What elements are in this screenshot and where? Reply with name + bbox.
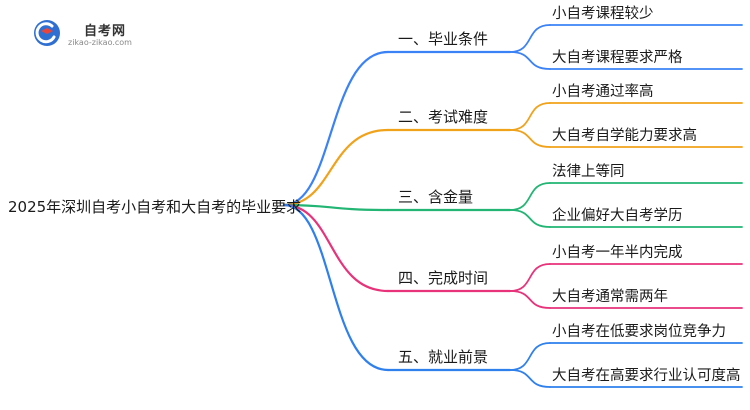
leaf-connector	[509, 263, 551, 292]
branch-label: 一、毕业条件	[398, 30, 489, 48]
leaf-label: 小自考在低要求岗位竞争力	[552, 324, 726, 340]
leaf-label: 小自考一年半内完成	[552, 245, 683, 261]
site-logo[interactable]: 自考网 zikao-zikao.com	[32, 16, 142, 52]
leaf-connector	[509, 209, 551, 228]
root-node-label: 2025年深圳自考小自考和大自考的毕业要求	[8, 198, 302, 216]
logo-url: zikao-zikao.com	[68, 38, 132, 47]
leaf-label: 大自考在高要求行业认可度高	[552, 368, 741, 384]
leaf-connector	[509, 51, 551, 70]
leaf-connector	[509, 342, 551, 371]
leaf-connector	[509, 102, 551, 131]
leaf-connector	[509, 369, 551, 388]
root-connector	[282, 203, 390, 293]
branch-label: 四、完成时间	[398, 269, 489, 287]
leaf-connector	[509, 129, 551, 148]
leaf-label: 大自考课程要求严格	[552, 50, 683, 66]
leaf-connector	[509, 290, 551, 309]
root-connector	[282, 50, 390, 207]
leaf-label: 大自考自学能力要求高	[552, 128, 697, 144]
branch-label: 三、含金量	[398, 188, 474, 206]
logo-icon	[34, 20, 60, 46]
root-connector	[282, 203, 390, 372]
root-connector	[282, 203, 390, 212]
leaf-label: 小自考通过率高	[552, 84, 654, 100]
branch-label: 二、考试难度	[398, 108, 489, 126]
logo-title: 自考网	[84, 24, 127, 39]
root-connector	[282, 128, 390, 207]
leaf-label: 法律上等同	[552, 164, 625, 180]
branch-label: 五、就业前景	[398, 348, 489, 366]
leaf-label: 小自考课程较少	[552, 6, 654, 22]
leaf-connector	[509, 182, 551, 211]
leaf-label: 大自考通常需两年	[552, 289, 668, 305]
leaf-label: 企业偏好大自考学历	[552, 208, 683, 224]
leaf-connector	[509, 24, 551, 53]
